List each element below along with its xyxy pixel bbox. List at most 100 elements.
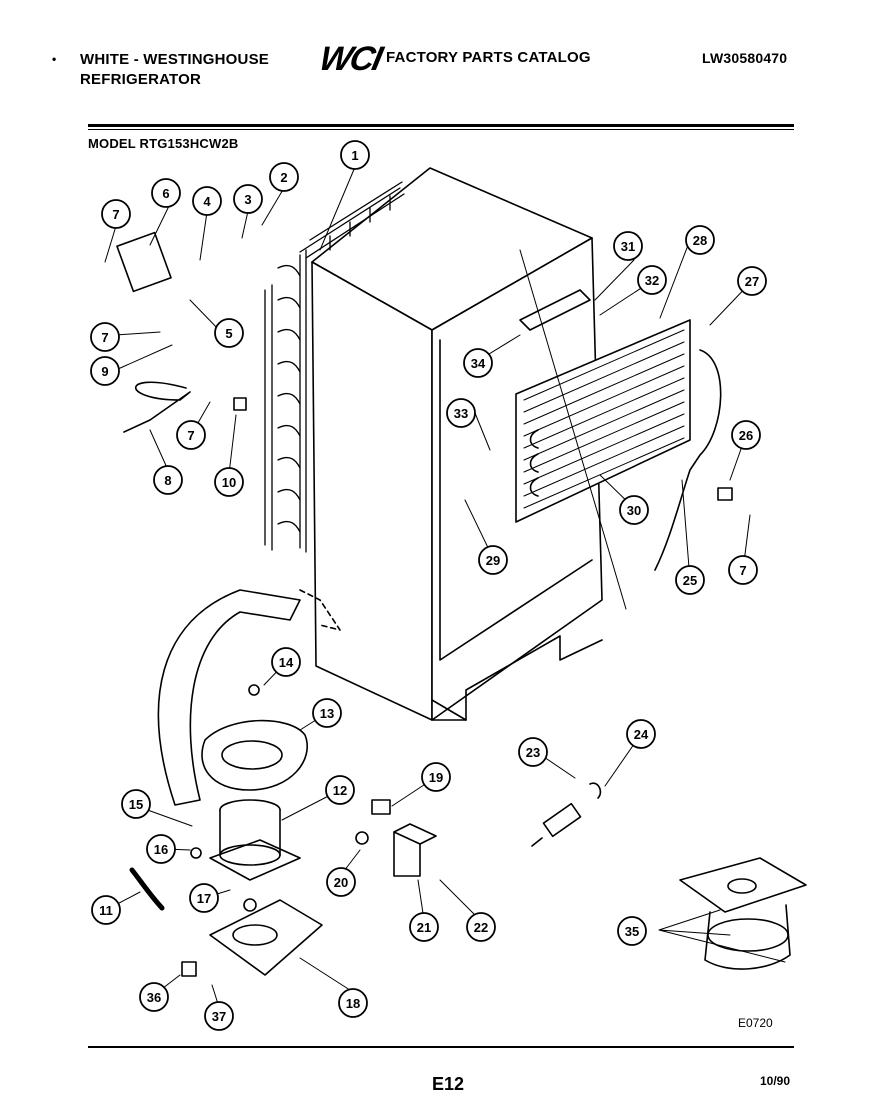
callout-4: 4 — [192, 186, 222, 216]
callout-17: 17 — [189, 883, 219, 913]
svg-text:13: 13 — [320, 706, 334, 721]
small-parts — [116, 231, 733, 977]
evaporator — [515, 319, 722, 571]
base-pan — [209, 899, 323, 976]
leader-lines — [104, 166, 786, 1008]
callout-12: 12 — [325, 775, 355, 805]
callout-18: 18 — [338, 988, 368, 1018]
callout-6: 6 — [151, 178, 181, 208]
svg-text:30: 30 — [627, 503, 641, 518]
svg-text:26: 26 — [739, 428, 753, 443]
callout-28: 28 — [685, 225, 715, 255]
svg-text:18: 18 — [346, 996, 360, 1011]
svg-text:27: 27 — [745, 274, 759, 289]
callout-22: 22 — [466, 912, 496, 942]
svg-text:1: 1 — [351, 148, 358, 163]
callout-34: 34 — [463, 348, 493, 378]
footer-rule — [88, 1046, 794, 1048]
callout-14: 14 — [271, 647, 301, 677]
svg-text:7: 7 — [112, 207, 119, 222]
callout-3: 3 — [233, 184, 263, 214]
svg-text:12: 12 — [333, 783, 347, 798]
svg-text:5: 5 — [225, 326, 232, 341]
svg-text:9: 9 — [101, 364, 108, 379]
svg-text:7: 7 — [739, 563, 746, 578]
callout-2: 2 — [269, 162, 299, 192]
callout-7-a: 7 — [101, 199, 131, 229]
svg-text:16: 16 — [154, 842, 168, 857]
callout-9: 9 — [90, 356, 120, 386]
condenser-fan-assembly — [679, 857, 807, 970]
callout-21: 21 — [409, 912, 439, 942]
page-number: E12 — [432, 1074, 465, 1094]
callout-5: 5 — [214, 318, 244, 348]
svg-text:17: 17 — [197, 891, 211, 906]
callout-32: 32 — [637, 265, 667, 295]
callout-36: 36 — [139, 982, 169, 1012]
drain-pan — [201, 719, 308, 791]
callout-29: 29 — [478, 545, 508, 575]
callout-8: 8 — [153, 465, 183, 495]
callout-1: 1 — [340, 140, 370, 170]
svg-text:25: 25 — [683, 573, 697, 588]
svg-text:34: 34 — [471, 356, 486, 371]
model-label: MODEL RTG153HCW2B — [88, 136, 239, 151]
callout-11: 11 — [91, 895, 121, 925]
callout-7-d: 7 — [728, 555, 758, 585]
svg-text:28: 28 — [693, 233, 707, 248]
callout-33: 33 — [446, 398, 476, 428]
air-duct — [157, 589, 341, 806]
brand-line-1: WHITE - WESTINGHOUSE — [80, 51, 269, 68]
svg-text:22: 22 — [474, 920, 488, 935]
callout-16: 16 — [146, 834, 176, 864]
callout-23: 23 — [518, 737, 548, 767]
svg-text:32: 32 — [645, 273, 659, 288]
svg-text:21: 21 — [417, 920, 431, 935]
svg-text:29: 29 — [486, 553, 500, 568]
svg-text:33: 33 — [454, 406, 468, 421]
condenser-coil — [264, 181, 405, 553]
svg-text:20: 20 — [334, 875, 348, 890]
callout-24: 24 — [626, 719, 656, 749]
callout-10: 10 — [214, 467, 244, 497]
header-bullet: • — [52, 52, 57, 66]
svg-text:3: 3 — [244, 192, 251, 207]
callout-25: 25 — [675, 565, 705, 595]
callout-31: 31 — [613, 231, 643, 261]
drier — [531, 782, 602, 847]
brand-line-2: REFRIGERATOR — [80, 71, 202, 88]
callout-15: 15 — [121, 789, 151, 819]
callout-19: 19 — [421, 762, 451, 792]
callout-30: 30 — [619, 495, 649, 525]
header-rule-thin — [88, 129, 794, 130]
relay-and-capacitor — [355, 799, 437, 877]
drawing-number: E0720 — [738, 1016, 773, 1030]
svg-text:7: 7 — [187, 428, 194, 443]
revision-date: 10/90 — [760, 1074, 791, 1088]
callout-27: 27 — [737, 266, 767, 296]
svg-text:7: 7 — [101, 330, 108, 345]
svg-text:23: 23 — [526, 745, 540, 760]
svg-text:35: 35 — [625, 924, 639, 939]
callout-20: 20 — [326, 867, 356, 897]
svg-text:4: 4 — [203, 194, 211, 209]
callout-35: 35 — [617, 916, 647, 946]
svg-text:14: 14 — [279, 655, 294, 670]
svg-text:15: 15 — [129, 797, 143, 812]
header-rule — [88, 124, 794, 127]
svg-text:31: 31 — [621, 239, 635, 254]
svg-text:36: 36 — [147, 990, 161, 1005]
callout-group: 1 2 3 4 5 6 7 7 7 7 8 9 10 11 12 13 14 1… — [90, 140, 767, 1031]
svg-text:8: 8 — [164, 473, 171, 488]
svg-text:24: 24 — [634, 727, 649, 742]
svg-text:11: 11 — [99, 903, 113, 918]
svg-text:37: 37 — [212, 1009, 226, 1024]
callout-37: 37 — [204, 1001, 234, 1031]
callout-26: 26 — [731, 420, 761, 450]
catalog-title: FACTORY PARTS CATALOG — [386, 49, 591, 66]
callout-7-b: 7 — [90, 322, 120, 352]
svg-text:6: 6 — [162, 186, 169, 201]
callout-7-c: 7 — [176, 420, 206, 450]
compressor — [209, 799, 301, 881]
